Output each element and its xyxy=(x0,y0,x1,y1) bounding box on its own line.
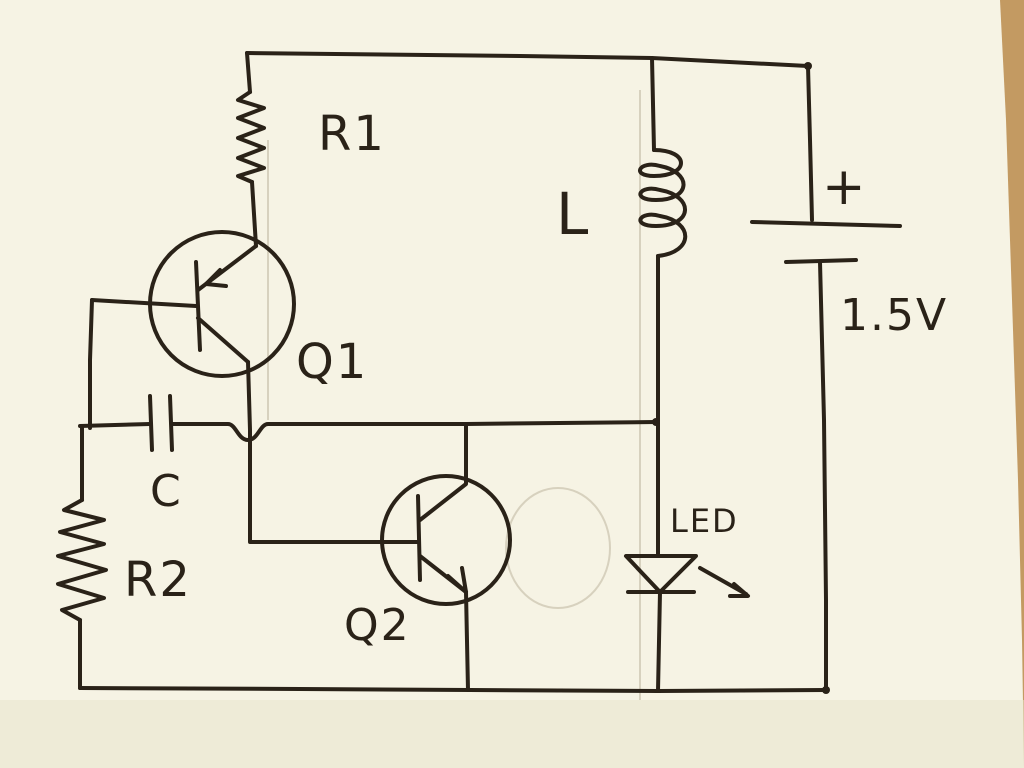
label-c: C xyxy=(150,466,183,517)
resistor-r2 xyxy=(56,498,108,622)
wire-cap-left xyxy=(78,422,152,428)
q1-emitter-arrow xyxy=(204,268,228,288)
wire-top-rail xyxy=(245,51,810,68)
junction-dots xyxy=(652,62,830,694)
wire-r1-to-q1 xyxy=(250,180,258,248)
wire-battery-negative xyxy=(818,260,828,692)
led-light-arrow xyxy=(698,566,750,598)
paper-bottom-shade xyxy=(0,700,1024,768)
q2-base-bar xyxy=(416,494,422,582)
label-led: LED xyxy=(670,502,739,540)
label-r1: R1 xyxy=(318,106,386,162)
led-triangle xyxy=(624,554,698,594)
label-battery-plus: + xyxy=(822,157,868,217)
capacitor-plate-left xyxy=(148,394,154,452)
label-r2: R2 xyxy=(124,552,192,608)
wire-cap-right-crossover xyxy=(170,420,658,442)
q2-collector-lead xyxy=(418,422,468,522)
wire-led-down xyxy=(656,590,662,693)
wire-q2-emitter-down xyxy=(464,590,470,692)
wire-r1-top xyxy=(245,51,252,94)
wire-battery-positive xyxy=(806,64,814,222)
wire-left-feedback xyxy=(88,298,94,430)
wire-q1-to-q2-base xyxy=(246,360,390,544)
label-l: L xyxy=(556,180,590,248)
label-q1: Q1 xyxy=(296,334,368,390)
resistor-r1 xyxy=(236,90,266,184)
inductor-l xyxy=(638,148,688,258)
transistor-q2-body xyxy=(380,474,512,606)
battery-plate-long xyxy=(750,220,902,228)
wire-l-top xyxy=(650,56,656,152)
label-battery-voltage: 1.5V xyxy=(840,290,948,341)
q1-collector-lead xyxy=(196,316,250,364)
label-q2: Q2 xyxy=(344,600,411,651)
q1-base-lead xyxy=(90,298,198,308)
